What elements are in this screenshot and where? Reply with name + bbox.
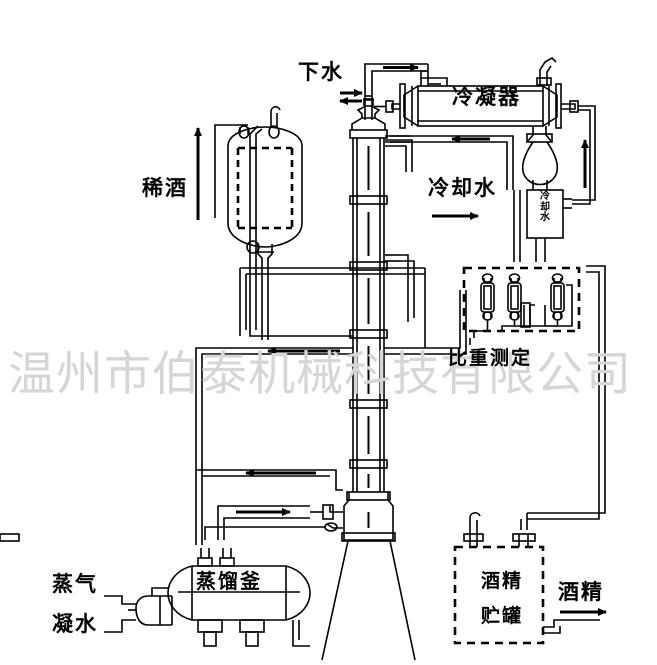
label-alcohol-tank: 酒精 贮罐: [470, 566, 534, 628]
distillation-kettle: [167, 548, 311, 647]
alcohol-outlet-line: [543, 608, 607, 634]
label-cooling-water-unit: 冷 却 水: [531, 191, 559, 224]
meter-3: [550, 273, 565, 326]
steam-condensate-manifold: [104, 587, 173, 633]
cooling-water-unit-char-2: 却: [540, 201, 550, 213]
column-mid-left-to-kettle: [195, 347, 343, 545]
alcohol-tank-line-1: 酒精: [480, 570, 523, 592]
condenser-body: [374, 83, 579, 129]
label-condenser: 冷凝器: [452, 85, 521, 109]
distillation-column: [321, 95, 416, 661]
gravity-meters: [480, 273, 573, 331]
dilute-wine-line: [246, 125, 353, 355]
dilute-wine-feed-bracket: [214, 124, 248, 218]
label-gravity-measurement: 比重测定: [448, 347, 533, 369]
label-alcohol-out: 酒精: [558, 580, 604, 604]
condenser-vent: [536, 57, 557, 86]
right-recycle-loop: [572, 105, 596, 205]
vapor-line-to-condenser: [364, 63, 448, 120]
label-dilute-wine: 稀酒: [142, 176, 188, 200]
product-line-right: [520, 265, 606, 530]
label-condensate: 凝水: [52, 612, 98, 636]
meter-return-line: [239, 267, 425, 336]
separator-bulb: [521, 141, 559, 190]
label-drain-water: 下水: [298, 60, 344, 84]
cooling-water-unit-char-3: 水: [540, 212, 550, 223]
label-distillation-kettle: 蒸馏釜: [196, 569, 262, 593]
cooling-water-unit-char-1: 冷: [540, 191, 550, 202]
meter-2: [507, 273, 522, 326]
gravity-measurement-panel: [462, 266, 581, 333]
alcohol-storage-tank: [0, 512, 545, 645]
cooling-water-header: [385, 135, 514, 190]
column-to-gravity-panel: [424, 268, 467, 355]
meter-1: [480, 273, 495, 326]
drain-water-arrows: [339, 89, 363, 105]
meter-outlets: [469, 330, 488, 345]
alcohol-tank-line-2: 贮罐: [480, 605, 523, 627]
column-bottom-lines: [204, 504, 343, 540]
label-steam: 蒸气: [52, 572, 98, 596]
label-cooling-water: 冷却水: [428, 176, 497, 200]
cooling-water-unit: [526, 189, 572, 262]
column-to-meters: [400, 190, 521, 322]
dilute-wine-tank: [227, 106, 303, 340]
condenser-to-separator: [526, 126, 553, 143]
